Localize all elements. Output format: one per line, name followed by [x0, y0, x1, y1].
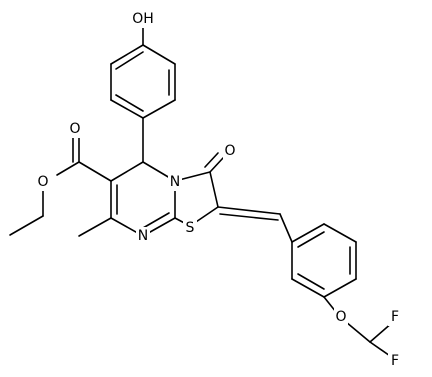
bond: [297, 273, 325, 290]
bond: [204, 152, 219, 168]
bond: [217, 206, 281, 215]
bond: [56, 161, 80, 176]
fluorine-top-label: F: [391, 309, 399, 325]
bond: [209, 171, 219, 208]
bond: [279, 213, 293, 243]
bond: [297, 231, 325, 248]
bond: [345, 321, 371, 343]
ester-carbonyl-oxygen-label: O: [69, 121, 80, 137]
bond: [323, 278, 357, 298]
bond: [142, 99, 176, 119]
ketone-oxygen-label: O: [224, 143, 235, 159]
bond: [142, 44, 176, 65]
bond: [110, 44, 144, 65]
bond: [9, 215, 44, 236]
bond: [78, 161, 112, 182]
fluorine-bottom-label: F: [391, 353, 399, 369]
hydroxyl-label: OH: [132, 11, 154, 27]
bond: [219, 213, 279, 221]
bond: [78, 217, 112, 237]
bond: [110, 99, 144, 119]
bond: [291, 223, 325, 243]
atom-label-layer: OH O O O N N S O F F: [36, 10, 402, 370]
ring-nitrogen-label: N: [170, 174, 180, 190]
ester-ether-oxygen-label: O: [37, 174, 48, 190]
thiazole-sulfur-label: S: [186, 220, 195, 236]
bond: [115, 51, 144, 70]
bond: [115, 94, 144, 112]
bond: [291, 278, 325, 298]
bond: [142, 212, 170, 229]
bond: [209, 157, 224, 173]
imine-nitrogen-label: N: [138, 228, 148, 244]
bond: [110, 161, 144, 182]
bond: [323, 223, 357, 243]
ether-oxygen-label: O: [335, 309, 346, 325]
